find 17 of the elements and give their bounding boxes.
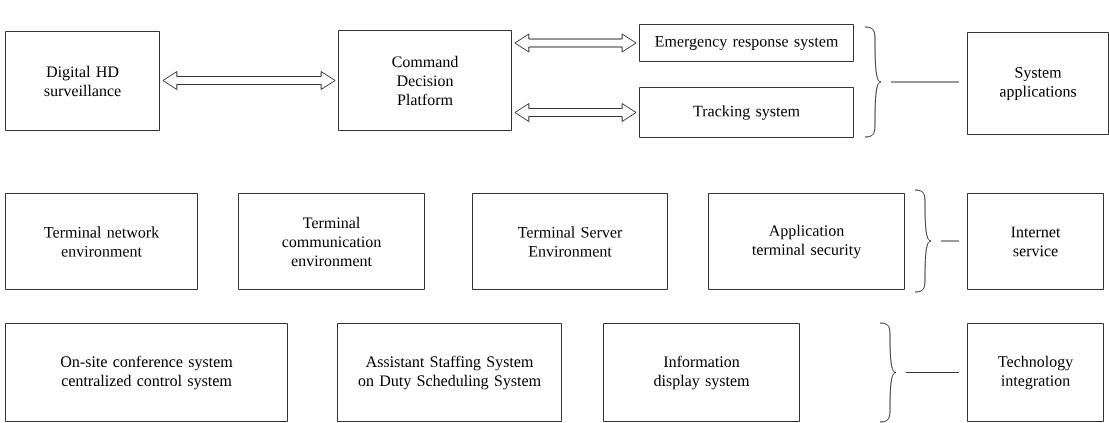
- text-box: Tracking system: [639, 87, 854, 138]
- text-box: Terminal Server Environment: [472, 193, 668, 290]
- text-box: Internet service: [967, 193, 1104, 290]
- text-box: Terminal communication environment: [238, 193, 425, 290]
- text-box: Terminal network environment: [5, 193, 198, 290]
- text-box: Information display system: [603, 323, 800, 422]
- text-box: Emergency response system: [639, 24, 854, 62]
- text-box: Command Decision Platform: [338, 30, 512, 131]
- text-box: Digital HD surveillance: [5, 31, 160, 131]
- text-box: On-site conference system centralized control system: [5, 323, 288, 422]
- text-box: System applications: [967, 32, 1109, 135]
- text-box: Application terminal security: [708, 193, 905, 290]
- double-arrow: [162, 71, 336, 90]
- text-box: Technology integration: [967, 323, 1104, 422]
- text-box: Assistant Staffing System on Duty Scheduling System: [337, 323, 562, 422]
- double-arrow: [514, 33, 637, 53]
- double-arrow: [514, 103, 637, 122]
